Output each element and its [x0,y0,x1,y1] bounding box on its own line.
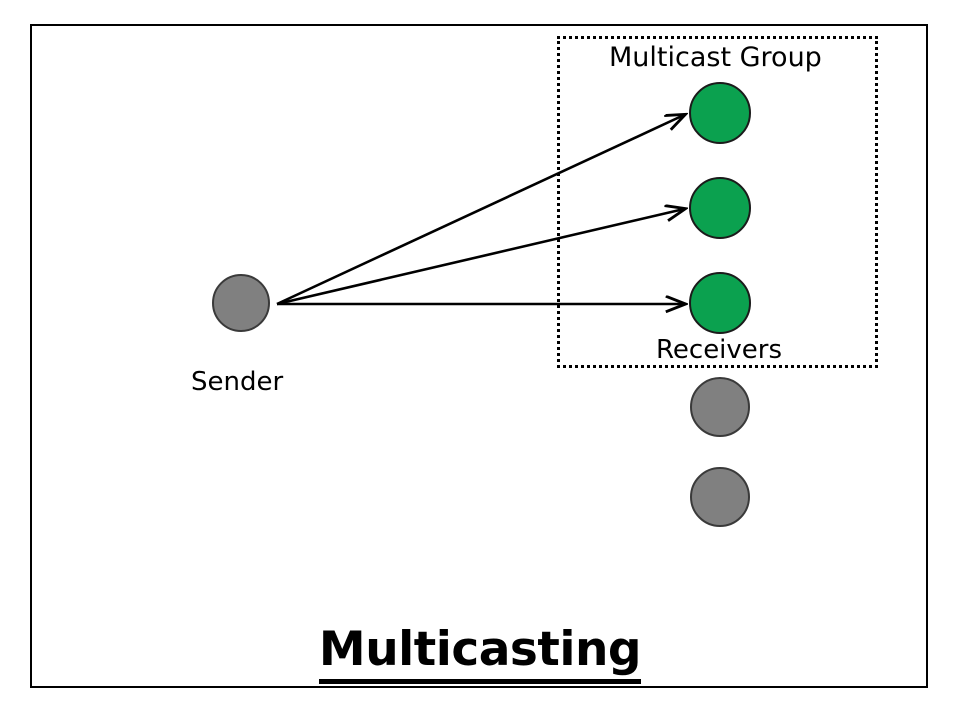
receivers-label: Receivers [656,335,783,365]
multicast-group-label: Multicast Group [609,42,822,73]
receiver-node-2[interactable] [689,177,751,239]
sender-node[interactable] [212,274,270,332]
host-node-5[interactable] [690,467,750,527]
page-title-text: Multicasting [318,622,642,684]
receiver-node-1[interactable] [689,82,751,144]
receiver-node-3[interactable] [689,272,751,334]
page-title: Multicasting [0,622,960,684]
sender-label: Sender [191,367,284,397]
host-node-4[interactable] [690,377,750,437]
